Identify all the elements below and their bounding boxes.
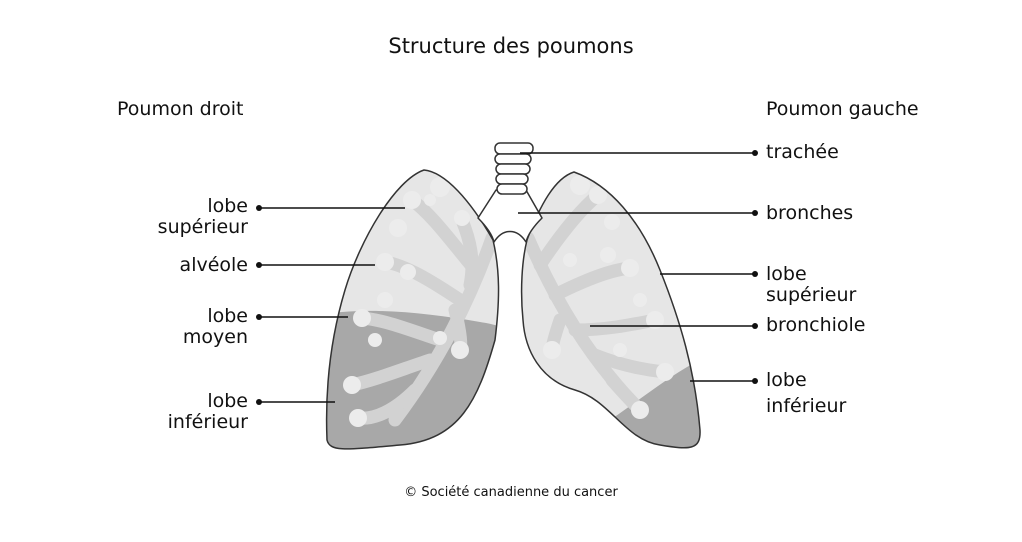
label-right-upper-lobe: lobe supérieur — [100, 196, 248, 238]
label-line: lobe — [207, 195, 248, 217]
left-leader-dots — [256, 205, 262, 405]
label-middle-lobe: lobe moyen — [100, 306, 248, 348]
label-trachea: trachée — [766, 141, 839, 163]
right-alveoli — [343, 177, 470, 427]
label-line: inférieur — [766, 395, 847, 417]
left-leader-lines — [259, 207, 405, 403]
diagram-title: Structure des poumons — [388, 34, 634, 58]
label-left-lower-lobe: lobe inférieur — [766, 370, 846, 417]
bronchi-shape — [477, 189, 543, 243]
left-lung — [520, 171, 701, 449]
copyright-notice: © Société canadienne du cancer — [404, 485, 618, 500]
label-line: supérieur — [766, 284, 857, 306]
label-bronchiole: bronchiole — [766, 314, 866, 336]
left-lung-upper-fill — [521, 172, 701, 448]
left-alveoli — [543, 175, 674, 419]
label-alveolus: alvéole — [179, 254, 248, 276]
label-left-upper-lobe: lobe supérieur — [766, 264, 856, 306]
left-lung-title: Poumon gauche — [766, 98, 919, 120]
label-line: lobe — [766, 369, 807, 391]
label-line: lobe — [207, 305, 248, 327]
label-line: inférieur — [167, 411, 248, 433]
right-leader-dots — [752, 150, 758, 384]
label-line: moyen — [182, 326, 248, 348]
right-lung — [325, 169, 500, 450]
right-lung-outline — [325, 169, 500, 450]
right-lung-title: Poumon droit — [117, 98, 244, 120]
right-leader-lines — [518, 152, 755, 382]
label-right-lower-lobe: lobe inférieur — [100, 391, 248, 433]
left-lung-outline — [520, 171, 701, 449]
label-line: lobe — [766, 263, 807, 285]
label-line: supérieur — [157, 216, 248, 238]
label-bronchi: bronches — [766, 202, 854, 224]
trachea — [477, 142, 543, 243]
label-line: lobe — [207, 390, 248, 412]
